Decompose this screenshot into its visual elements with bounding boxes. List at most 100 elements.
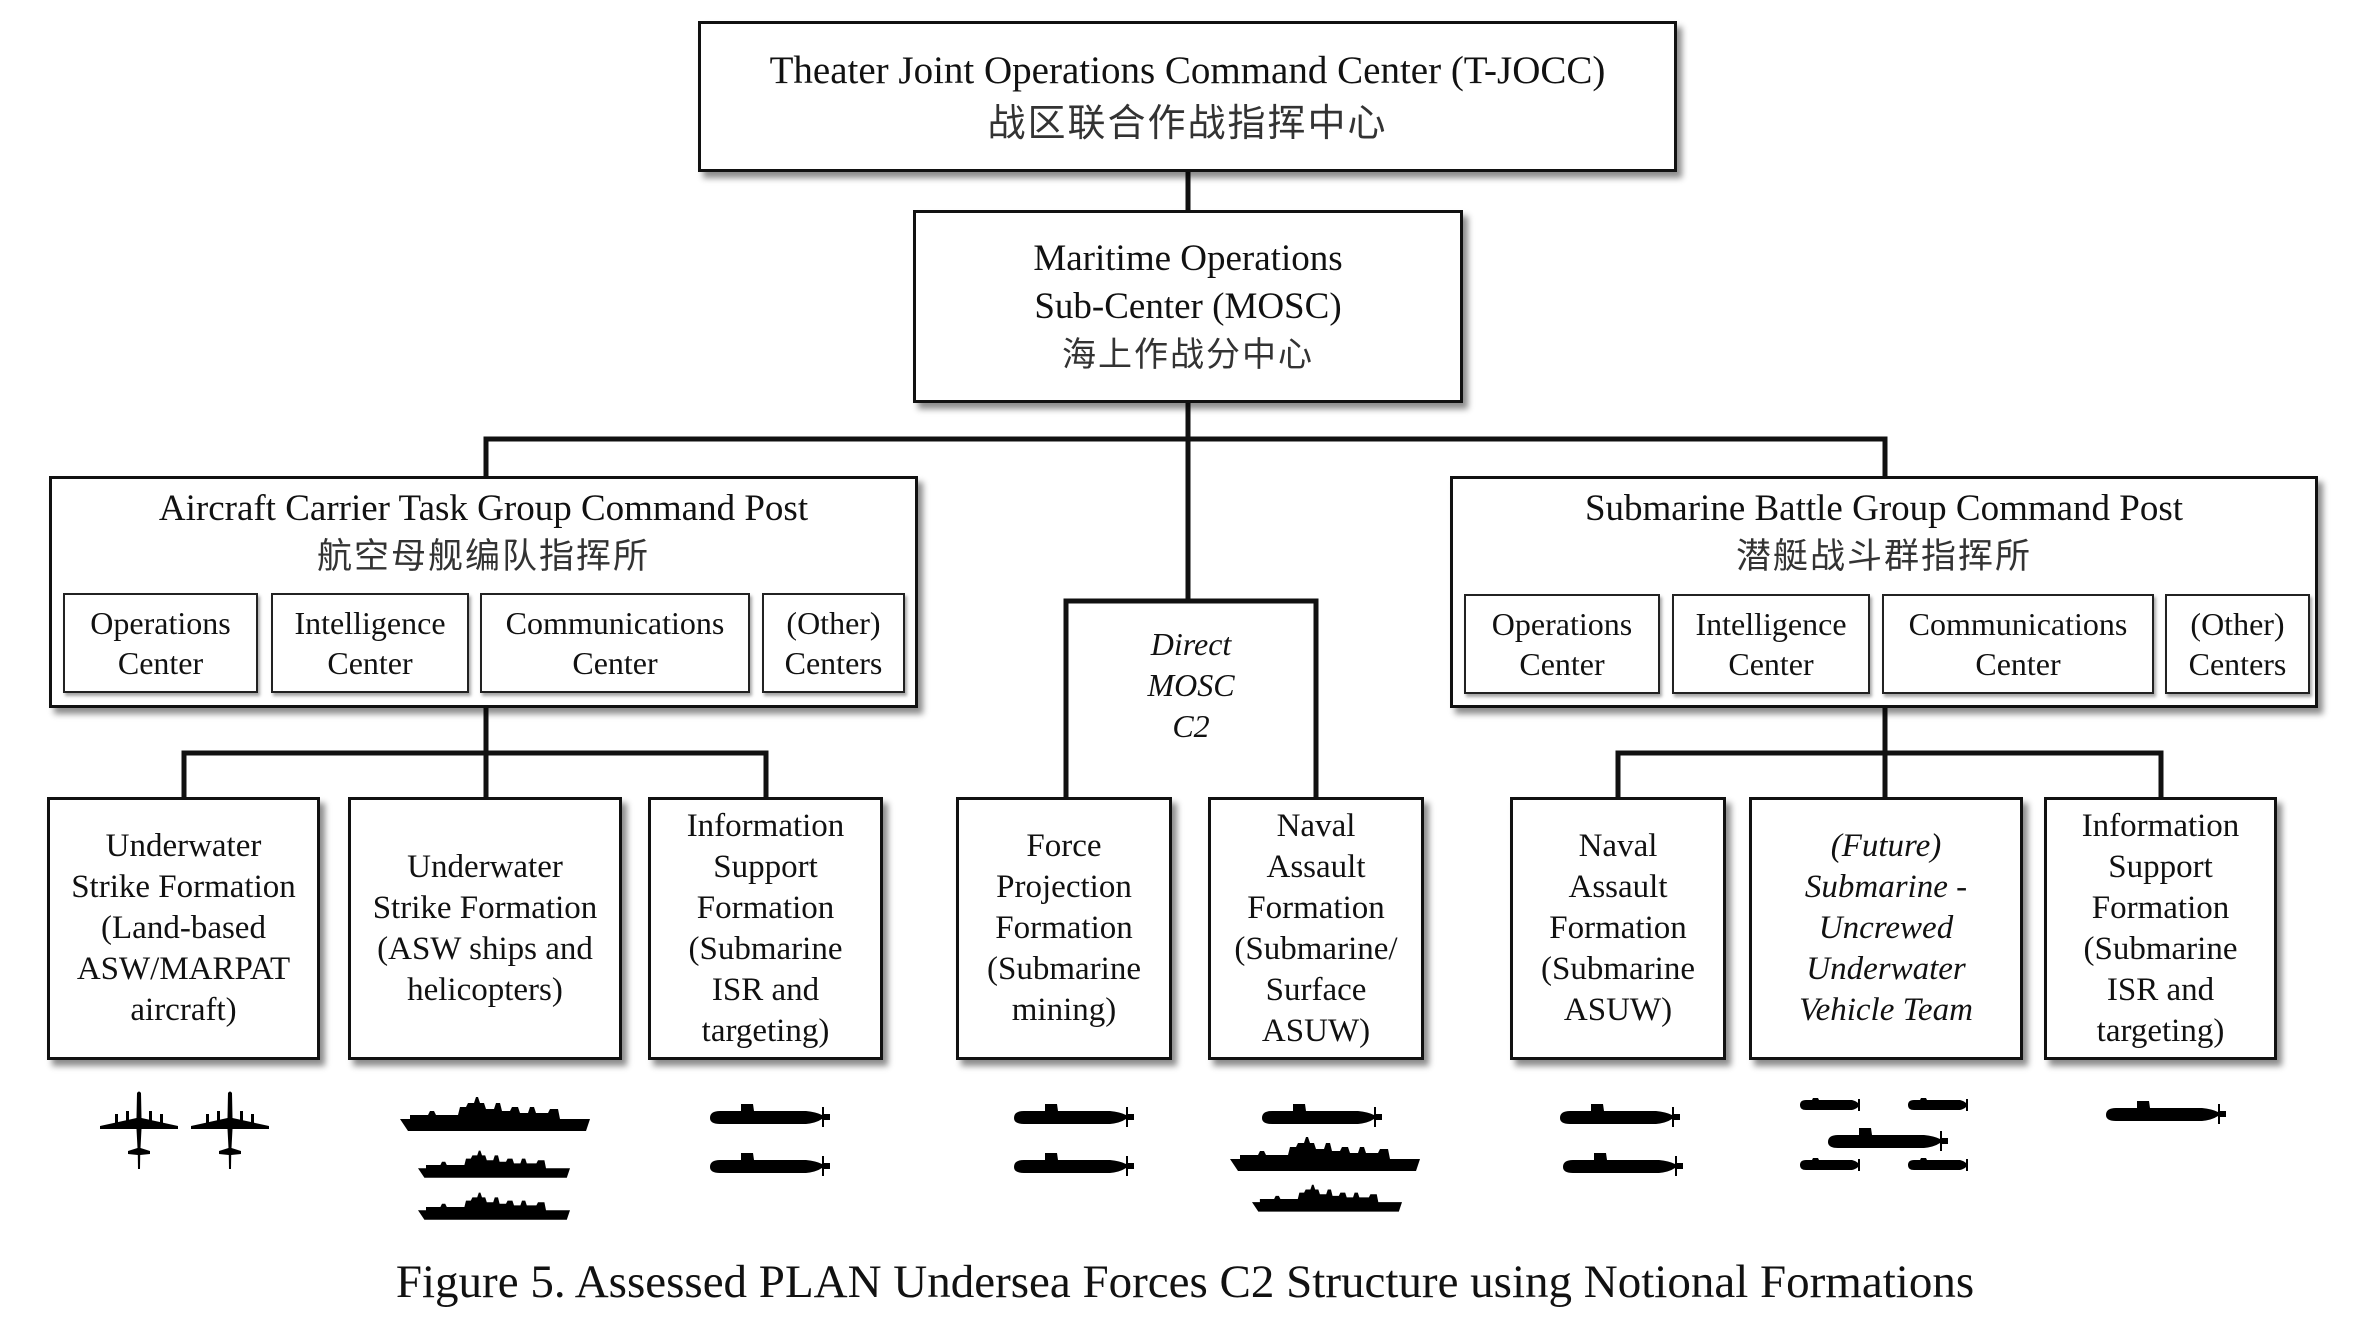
formation-label-line: Assault bbox=[1266, 848, 1366, 885]
submarine-icon bbox=[1014, 1104, 1134, 1127]
submarine-icon bbox=[1014, 1153, 1134, 1176]
mosc-title-line1: Maritime Operations bbox=[1033, 237, 1343, 279]
formation-label-line: ISR and bbox=[711, 971, 820, 1008]
submarine-icon bbox=[710, 1153, 830, 1176]
formation-label-line: Uncrewed bbox=[1818, 910, 1954, 946]
formation-label-line: Force bbox=[1026, 828, 1102, 864]
surface-ship-icon bbox=[400, 1097, 590, 1131]
center-label-line2: Center bbox=[572, 645, 658, 681]
formation-label-line: helicopters) bbox=[407, 971, 563, 1008]
figure-caption: Figure 5. Assessed PLAN Undersea Forces … bbox=[395, 1256, 1975, 1308]
connector-main-bus bbox=[483, 436, 1888, 479]
patrol-aircraft-icon bbox=[100, 1091, 178, 1169]
surface-ship-icon bbox=[1252, 1184, 1402, 1212]
patrol-aircraft-icon bbox=[191, 1091, 269, 1169]
uuv-icon bbox=[1908, 1098, 1968, 1111]
carrier-cp-title: Aircraft Carrier Task Group Command Post bbox=[158, 488, 809, 529]
connector-direct-bracket bbox=[1063, 598, 1319, 800]
formation-label-line: Assault bbox=[1568, 869, 1668, 905]
formation-label-line: Vehicle Team bbox=[1799, 992, 1973, 1028]
formation-label-line: aircraft) bbox=[130, 992, 237, 1028]
formation-label-line: Strike Formation bbox=[71, 869, 296, 905]
formation-label-line: ASW/MARPAT bbox=[76, 951, 291, 987]
surface-ship-icon bbox=[1230, 1137, 1420, 1171]
tjocc-title: Theater Joint Operations Command Center … bbox=[769, 48, 1606, 92]
uuv-icon bbox=[1800, 1158, 1860, 1171]
center-label-line2: Center bbox=[1975, 646, 2061, 682]
formation-label-line: Formation bbox=[696, 889, 835, 926]
formation-label-line: Information bbox=[2081, 807, 2240, 844]
formation-label-line: Naval bbox=[1276, 807, 1356, 844]
surface-ship-icon bbox=[418, 1150, 570, 1178]
direct-mosc-c2-label: Direct MOSC C2 bbox=[1070, 624, 1312, 747]
formation-label-line: Underwater bbox=[407, 848, 563, 885]
uuv-icon bbox=[1908, 1158, 1968, 1171]
formation-label-line: (Future) bbox=[1830, 828, 1942, 864]
submarine-other-centers: (Other) Centers bbox=[2165, 594, 2310, 694]
submarine-icon bbox=[1560, 1104, 1680, 1127]
direct-label-line: C2 bbox=[1172, 708, 1210, 744]
carrier-communications-center: Communications Center bbox=[480, 593, 750, 693]
formation-label-line: Projection bbox=[996, 869, 1132, 905]
center-label-line1: Communications bbox=[1908, 606, 2128, 642]
center-label-line1: Communications bbox=[505, 605, 725, 641]
formation-label-line: (Submarine bbox=[2083, 930, 2238, 967]
formation-label-line: Submarine - bbox=[1804, 869, 1968, 905]
submarine-communications-center: Communications Center bbox=[1882, 594, 2154, 694]
center-label-line2: Center bbox=[327, 645, 413, 681]
submarine-cp-title-zh: 潜艇战斗群指挥所 bbox=[1735, 537, 2032, 577]
center-label-line2: Centers bbox=[2188, 646, 2287, 682]
formation-label-line: Strike Formation bbox=[372, 889, 598, 926]
submarine-icon bbox=[1262, 1104, 1382, 1127]
carrier-cp-title-zh: 航空母舰编队指挥所 bbox=[316, 537, 650, 577]
direct-label-line: Direct bbox=[1150, 626, 1232, 662]
formation-label-line: targeting) bbox=[2096, 1012, 2225, 1049]
formation-label-line: ISR and bbox=[2106, 971, 2215, 1008]
center-label-line1: (Other) bbox=[2190, 606, 2285, 642]
submarine-cp-title: Submarine Battle Group Command Post bbox=[1584, 488, 2184, 529]
center-label-line2: Center bbox=[1519, 646, 1605, 682]
formation-label-line: Underwater bbox=[1806, 951, 1966, 987]
submarine-icon bbox=[1828, 1128, 1948, 1151]
formation-label-line: targeting) bbox=[701, 1012, 830, 1049]
formation-label-line: Naval bbox=[1578, 828, 1658, 864]
formation-label-line: (Submarine bbox=[987, 951, 1141, 987]
tjocc-title-zh: 战区联合作战指挥中心 bbox=[987, 100, 1388, 145]
center-label-line2: Center bbox=[1728, 646, 1814, 682]
formation-label-line: (ASW ships and bbox=[377, 930, 593, 967]
center-label-line1: (Other) bbox=[786, 605, 881, 641]
formation-label-line: mining) bbox=[1011, 992, 1117, 1028]
formation-label-line: (Land-based bbox=[101, 910, 266, 946]
formation-label-line: Support bbox=[713, 848, 818, 885]
formation-label-line: (Submarine bbox=[688, 930, 843, 967]
submarine-operations-center: Operations Center bbox=[1464, 594, 1660, 694]
direct-label-line: MOSC bbox=[1147, 667, 1235, 703]
mosc-box: Maritime Operations Sub-Center (MOSC) 海上… bbox=[913, 210, 1463, 403]
center-label-line2: Center bbox=[117, 645, 204, 681]
formation-label-line: Surface bbox=[1265, 971, 1367, 1008]
formation-label-line: Formation bbox=[1549, 910, 1687, 946]
formation-label-line: Underwater bbox=[105, 828, 262, 864]
center-label-line1: Operations bbox=[90, 605, 231, 641]
formation-label-line: (Submarine bbox=[1541, 951, 1695, 987]
center-label-line2: Centers bbox=[784, 645, 883, 681]
carrier-intelligence-center: Intelligence Center bbox=[271, 593, 469, 693]
center-label-line1: Operations bbox=[1491, 606, 1633, 642]
submarine-intelligence-center: Intelligence Center bbox=[1672, 594, 1870, 694]
carrier-other-centers: (Other) Centers bbox=[762, 593, 905, 693]
connector-carrier-bus bbox=[181, 750, 769, 800]
center-label-line1: Intelligence bbox=[1695, 606, 1847, 642]
submarine-icon bbox=[710, 1104, 830, 1127]
submarine-icon bbox=[2106, 1101, 2226, 1124]
center-label-line1: Intelligence bbox=[294, 605, 446, 641]
tjocc-box: Theater Joint Operations Command Center … bbox=[698, 21, 1677, 172]
submarine-icon bbox=[1563, 1153, 1683, 1176]
connector-sub-bus bbox=[1615, 750, 2164, 800]
